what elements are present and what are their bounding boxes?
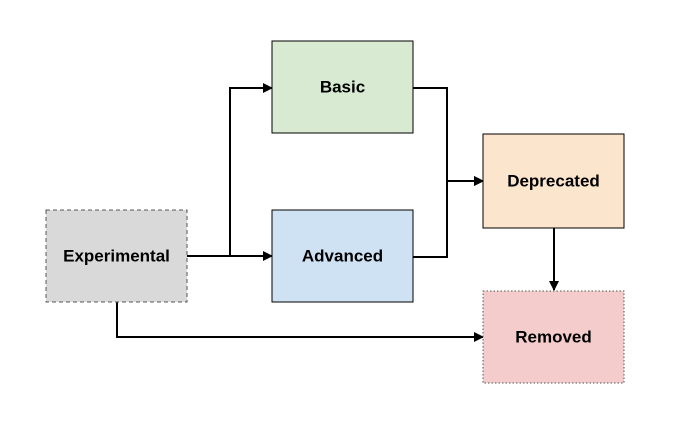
- node-removed-box: [482, 290, 625, 384]
- node-experimental-label: Experimental: [63, 247, 170, 266]
- edges: [116, 83, 559, 342]
- node-advanced-label: Advanced: [302, 247, 383, 266]
- node-advanced: Advanced: [271, 209, 414, 303]
- edge-basic-to-deprecated: [413, 87, 484, 186]
- node-removed-label: Removed: [515, 328, 592, 347]
- node-deprecated: Deprecated: [482, 133, 625, 229]
- node-basic: Basic: [271, 40, 414, 134]
- node-deprecated-box: [482, 133, 625, 229]
- node-removed: Removed: [482, 290, 625, 384]
- node-advanced-box: [271, 209, 414, 303]
- node-basic-box: [271, 40, 414, 134]
- edge-experimental-to-removed: [116, 302, 484, 342]
- node-basic-label: Basic: [320, 78, 365, 97]
- node-deprecated-label: Deprecated: [507, 172, 600, 191]
- node-experimental-box: [45, 209, 188, 303]
- edge-experimental-to-basic: [187, 83, 273, 257]
- edge-advanced-to-deprecated: [413, 176, 484, 258]
- node-experimental: Experimental: [45, 209, 188, 303]
